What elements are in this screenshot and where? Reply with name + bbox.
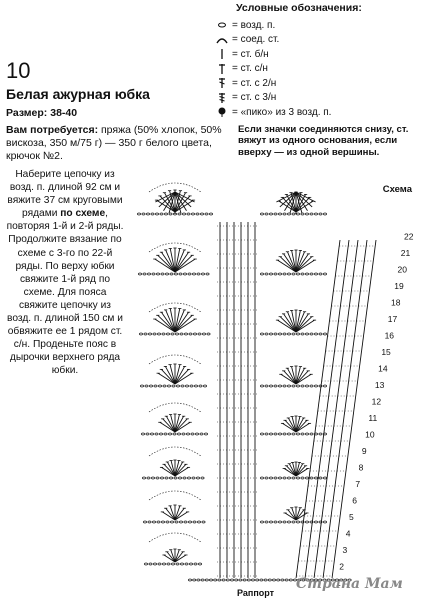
row-number: 2 [339, 562, 344, 572]
legend-label: = ст. с 2/н [232, 77, 277, 89]
diagram-label: Схема [382, 184, 412, 195]
row-number: 19 [394, 281, 404, 291]
dot-icon [212, 20, 232, 30]
legend-item: = «пико» из 3 возд. п. [212, 105, 420, 120]
legend: Условные обозначения: = возд. п. = соед. … [212, 2, 420, 158]
row-number: 21 [401, 248, 411, 258]
legend-item: = ст. с 3/н [212, 91, 420, 106]
pattern-size: Размер: 38-40 [6, 107, 78, 119]
stitch-single-icon [212, 48, 232, 60]
stitch-double-icon [212, 77, 232, 89]
row-number: 20 [398, 265, 408, 275]
materials-paragraph: Вам потребуется: пряжа (50% хлопок, 50% … [6, 124, 228, 163]
legend-label: = соед. ст. [232, 34, 280, 46]
legend-label: = «пико» из 3 возд. п. [232, 106, 332, 118]
row-number: 4 [346, 529, 351, 539]
row-number: 12 [372, 397, 382, 407]
row-number: 15 [381, 347, 391, 357]
legend-label: = возд. п. [232, 19, 276, 31]
pattern-number: 10 [6, 58, 31, 83]
row-number: 8 [359, 463, 364, 473]
picot-icon [212, 106, 232, 118]
row-number: 16 [385, 331, 395, 341]
row-number: 7 [355, 479, 360, 489]
legend-item: = ст. с 2/н [212, 76, 420, 91]
legend-label: = ст. с/н [232, 63, 268, 75]
row-number: 10 [365, 430, 375, 440]
row-number: 5 [349, 512, 354, 522]
row-number: 6 [352, 496, 357, 506]
legend-title: Условные обозначения: [236, 2, 362, 14]
materials-label: Вам потребуется: [6, 124, 99, 136]
row-number: 14 [378, 364, 388, 374]
watermark: Страна Мам [296, 576, 403, 592]
arc-icon [212, 35, 232, 45]
stitch-half-icon [212, 63, 232, 75]
row-number: 22 [404, 232, 414, 242]
instructions-bold: по схеме [60, 208, 106, 220]
legend-item: = ст. б/н [212, 47, 420, 62]
materials-text: пряжа (50% хлопок, 50% вискоза, 350 м/75… [6, 124, 222, 162]
legend-note: Если значки соединяются снизу, ст. вяжут… [238, 123, 409, 158]
row-number: 3 [342, 545, 347, 555]
instructions-text-1: Наберите цепочку из возд. п. длиной 92 с… [7, 169, 123, 220]
legend-label: = ст. с 3/н [232, 92, 277, 104]
legend-item: = возд. п. [212, 18, 420, 33]
row-number: 1 [336, 578, 341, 588]
row-number: 13 [375, 380, 385, 390]
legend-item: = ст. с/н [212, 62, 420, 77]
row-number: 17 [388, 314, 398, 324]
row-number: 9 [362, 446, 367, 456]
row-number: 18 [391, 298, 401, 308]
stitch-triple-icon [212, 92, 232, 104]
rapport-label: Раппорт [237, 588, 275, 598]
legend-label: = ст. б/н [232, 48, 269, 60]
instructions-text-2: , повторяя 1-й и 2-й ряды. Продолжите вя… [6, 208, 124, 377]
row-number: 11 [368, 413, 377, 423]
instructions-paragraph: Наберите цепочку из возд. п. длиной 92 с… [6, 168, 124, 378]
pattern-title: Белая ажурная юбка [6, 86, 150, 102]
legend-item: = соед. ст. [212, 33, 420, 48]
